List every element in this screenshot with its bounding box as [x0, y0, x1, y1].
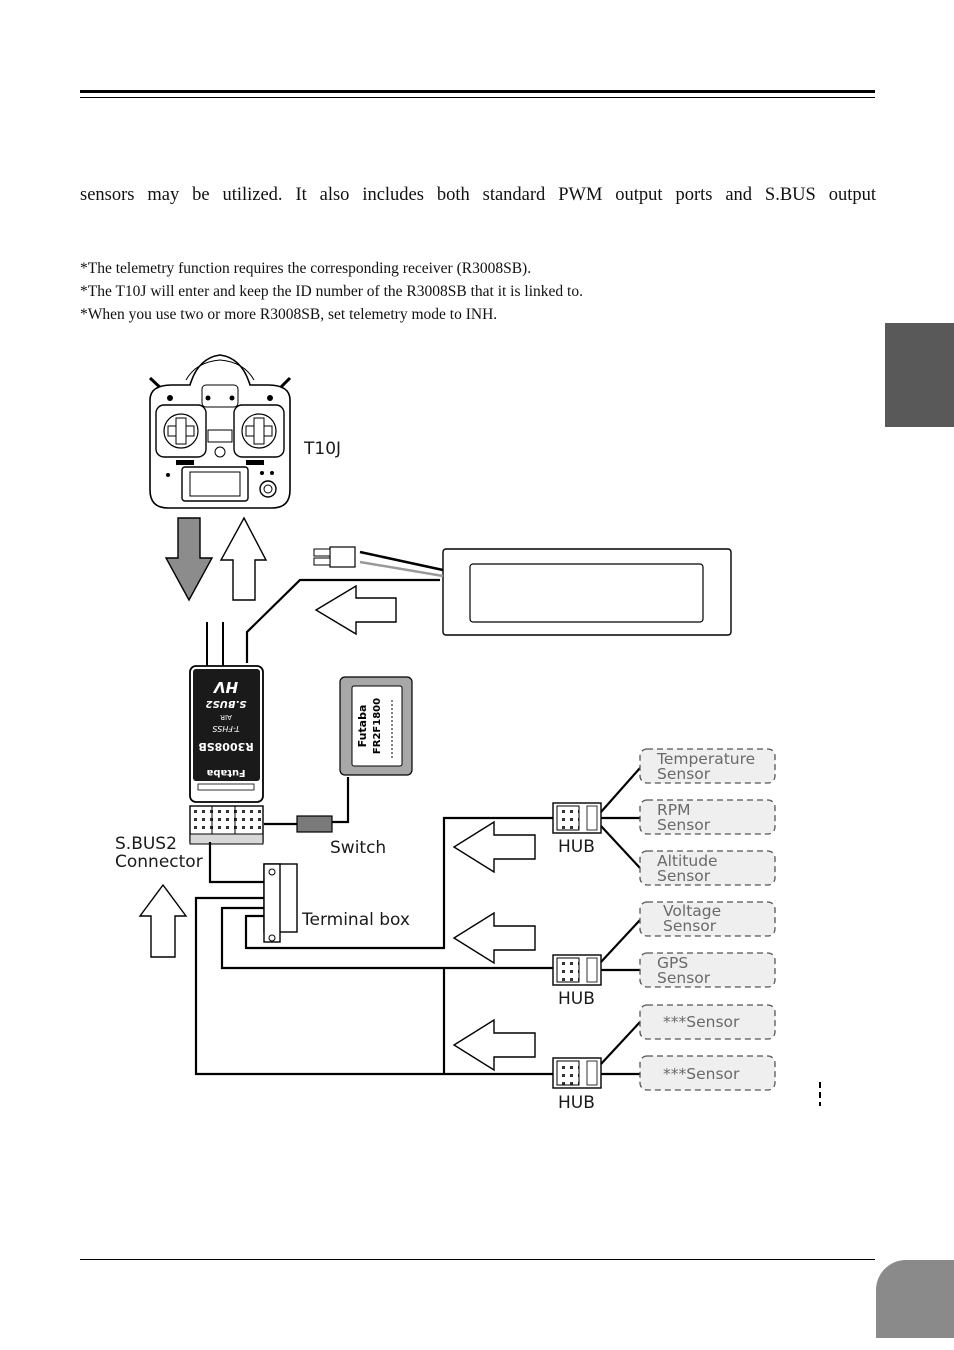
note-item: *The T10J will enter and keep the ID num… — [80, 283, 583, 300]
sensor-temperature: Temperature Sensor — [639, 748, 776, 784]
svg-text:GPS: GPS — [657, 954, 688, 972]
svg-text:Futaba: Futaba — [356, 705, 369, 748]
sensor-other: ***Sensor — [639, 1055, 776, 1091]
svg-text:RPM: RPM — [657, 801, 691, 819]
data-arrow — [452, 820, 536, 874]
battery-pack — [313, 546, 732, 636]
hub-2 — [552, 954, 602, 986]
page-number-tab — [876, 1260, 954, 1338]
header-rule-thin — [80, 97, 875, 98]
svg-text:***Sensor: ***Sensor — [663, 1013, 740, 1031]
hub-1 — [552, 802, 602, 834]
svg-text:Sensor: Sensor — [657, 816, 711, 834]
svg-text:Voltage: Voltage — [663, 902, 721, 920]
hub-label: HUB — [558, 1093, 595, 1113]
svg-text:AIR: AIR — [220, 713, 232, 721]
battery-voltage-arrow — [314, 584, 397, 636]
hub-label: HUB — [558, 989, 595, 1009]
svg-text:Sensor: Sensor — [657, 765, 711, 783]
chapter-tab — [885, 323, 954, 427]
svg-text:S.BUS2: S.BUS2 — [206, 698, 247, 709]
note-item: *When you use two or more R3008SB, set t… — [80, 306, 498, 323]
terminal-box-label: Terminal box — [301, 910, 410, 930]
svg-text:HV: HV — [213, 678, 239, 696]
svg-text:FR2F1800: FR2F1800 — [372, 698, 383, 754]
sensor-altitude: Altitude Sensor — [639, 850, 776, 886]
svg-text:T-FHSS: T-FHSS — [212, 724, 239, 733]
body-paragraph: sensors may be utilized. It also include… — [80, 185, 876, 205]
svg-text:Sensor: Sensor — [663, 917, 717, 935]
data-arrow — [452, 911, 536, 965]
hub-label: HUB — [558, 837, 595, 857]
notes-list: *The telemetry function requires the cor… — [80, 257, 583, 326]
svg-text:R3008SB: R3008SB — [198, 740, 253, 753]
svg-text:Futaba: Futaba — [207, 767, 246, 778]
voltage-lead — [245, 578, 440, 663]
svg-text:Temperature: Temperature — [656, 750, 755, 768]
svg-text:Altitude: Altitude — [657, 852, 718, 870]
switch-illustration — [296, 815, 333, 833]
receiver-battery-illustration: Futaba FR2F1800 — [339, 676, 413, 776]
footer-rule — [80, 1259, 875, 1260]
svg-text:***Sensor: ***Sensor — [663, 1065, 740, 1083]
hub-3 — [552, 1057, 602, 1089]
data-arrow — [452, 1018, 536, 1072]
transmitter-illustration — [148, 354, 292, 509]
svg-text:Sensor: Sensor — [657, 969, 711, 987]
sensor-rpm: RPM Sensor — [639, 799, 776, 835]
note-item: *The telemetry function requires the cor… — [80, 260, 532, 277]
transmitter-label: T10J — [303, 439, 341, 459]
sbus2-label: S.BUS2 — [115, 834, 177, 854]
sensor-voltage: Voltage Sensor — [639, 901, 776, 937]
sensor-other: ***Sensor — [639, 1004, 776, 1040]
sbus2-arrow — [138, 883, 188, 958]
uplink-arrow — [219, 516, 268, 601]
receiver-illustration: Futaba R3008SB T-FHSS AIR S.BUS2 HV — [189, 622, 264, 845]
header-rule — [80, 90, 875, 93]
sensor-gps: GPS Sensor — [639, 952, 776, 988]
svg-text:Sensor: Sensor — [657, 867, 711, 885]
switch-label: Switch — [330, 838, 386, 858]
sbus2-label-line2: Connector — [115, 852, 203, 872]
downlink-arrow — [164, 517, 214, 602]
